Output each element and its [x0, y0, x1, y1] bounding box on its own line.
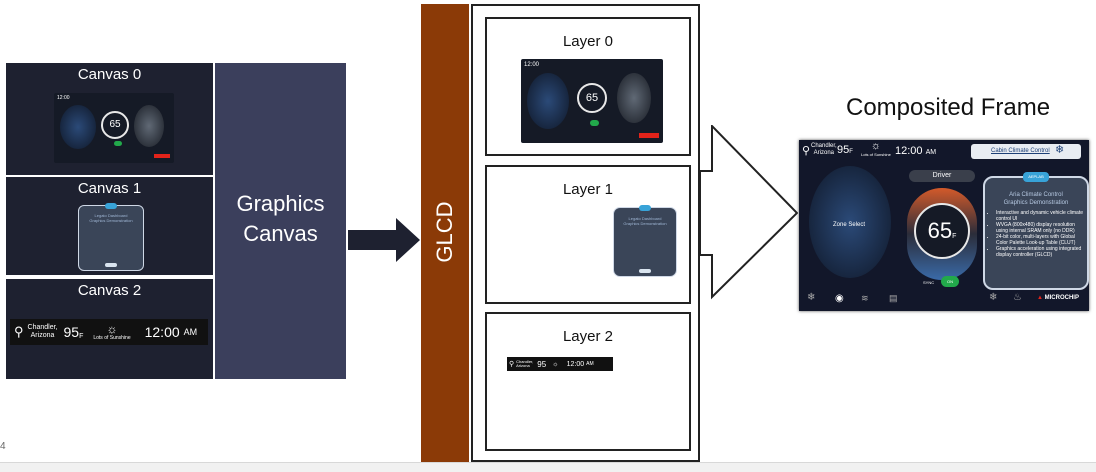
sync-label: SYNC	[923, 280, 935, 285]
layer-2-title: Layer 2	[562, 328, 614, 345]
layer-2-weather-bar: ⚲ Chandler,Arizona 95 ☼ 12:00 AM	[507, 357, 613, 371]
fan-icon: ❄	[989, 292, 998, 303]
seat-heat-icon: ♨	[1013, 292, 1022, 303]
popup-ok-button	[639, 269, 651, 273]
bottom-bar	[0, 462, 1096, 472]
sun-icon: ☼	[552, 360, 559, 368]
on-toggle: ON	[941, 276, 959, 287]
layer-1-title: Layer 1	[562, 181, 614, 198]
popup-title: Aria Climate Control Graphics Demonstrat…	[1003, 192, 1069, 206]
arrow-to-glcd	[348, 218, 420, 262]
canvas-2-title: Canvas 2	[77, 282, 142, 299]
temperature-text: 95F	[837, 144, 853, 156]
city-text: Chandler,Arizona	[516, 359, 534, 368]
layer-0-hvac-screen: 12:00 65	[521, 59, 663, 143]
front-defrost-icon: ≋	[861, 293, 869, 303]
time-text: 12:00	[57, 95, 70, 101]
location-pin-icon: ⚲	[802, 145, 811, 157]
car-recirc-icon: ◉	[835, 293, 844, 304]
temperature-dial: 65F	[914, 203, 970, 259]
car-graphic	[527, 73, 569, 129]
on-toggle	[590, 120, 599, 126]
composited-frame: ⚲ Chandler,Arizona 95F ☼ Lots of Sunshin…	[799, 140, 1089, 311]
canvas-0-title: Canvas 0	[77, 66, 142, 83]
fan-icon: ❄	[1055, 144, 1065, 156]
popup-bullet-list: Interactive and dynamic vehicle climate …	[989, 210, 1085, 258]
ampm-text: AM	[183, 327, 198, 337]
popup-bullet: Interactive and dynamic vehicle climate …	[996, 210, 1085, 222]
location-pin-icon: ⚲	[14, 324, 24, 339]
layer-0-title: Layer 0	[562, 33, 614, 50]
cabin-link-text: Cabin Climate Control	[991, 148, 1050, 154]
popup-ok-button	[105, 263, 117, 267]
popup-title: Legato Dashboard Graphics Demonstration	[89, 213, 133, 223]
temperature-text: 95	[537, 359, 547, 369]
clock-text: 12:00	[144, 324, 180, 340]
location-pin-icon: ⚲	[509, 361, 515, 368]
city-text: Chandler,Arizona	[27, 324, 58, 339]
sun-icon: ☼ Lots of Sunshine	[861, 140, 891, 158]
city-text: Chandler,Arizona	[811, 143, 837, 156]
glcd-block: GLCD	[421, 4, 469, 462]
microchip-logo: ▲ MICROCHIP	[1037, 295, 1079, 301]
popup-bullet: 24-bit color, multi-layers with Global C…	[996, 234, 1085, 246]
canvas-1-panel: Canvas 1 Legato Dashboard Graphics Demon…	[6, 177, 213, 275]
popup-bullet: Graphics acceleration using integrated d…	[996, 246, 1085, 258]
defrost-icon: ❄	[807, 292, 816, 303]
page-number: 4	[0, 441, 6, 452]
layer-1-popup: Legato Dashboard Graphics Demonstration	[613, 205, 677, 277]
canvas-1-title: Canvas 1	[77, 180, 142, 197]
temperature-dial: 65	[577, 83, 607, 113]
car-graphic	[60, 105, 96, 149]
composited-frame-title: Composited Frame	[846, 94, 1051, 121]
graphics-canvas-label: Graphics Canvas	[236, 191, 325, 246]
driver-label: Driver	[909, 170, 975, 182]
composited-popup: AEPLAB Aria Climate Control Graphics Dem…	[983, 172, 1089, 290]
car-graphic	[809, 166, 891, 278]
clock-text: 12:00 AM	[895, 145, 937, 157]
canvas-0-hvac-screen: 12:00 65	[54, 93, 174, 163]
clock-text: 12:00	[566, 360, 585, 368]
layer-0-box: Layer 0 12:00 65	[485, 17, 691, 156]
microchip-logo	[154, 154, 170, 158]
glcd-label: GLCD	[432, 201, 457, 263]
popup-bullet: WVGA (800x480) display resolution using …	[996, 222, 1085, 234]
rear-defrost-icon: ▤	[889, 293, 898, 303]
seat-graphic	[617, 73, 651, 123]
popup-title: Legato Dashboard Graphics Demonstration	[623, 216, 667, 226]
seat-graphic	[134, 105, 164, 147]
time-text: 12:00	[524, 62, 540, 68]
arrow-to-composited	[700, 125, 798, 300]
zone-select-label: Zone Select	[833, 222, 866, 228]
microchip-logo	[639, 133, 659, 138]
canvas-2-panel: Canvas 2 ⚲ Chandler,Arizona 95 F ☼ Lots …	[6, 279, 213, 379]
canvas-0-panel: Canvas 0 12:00 65	[6, 63, 213, 175]
on-toggle	[114, 141, 122, 146]
graphics-canvas-panel: Graphics Canvas	[215, 63, 346, 379]
cabin-climate-control-link	[971, 144, 1081, 159]
popup-badge	[639, 205, 651, 211]
temperature-unit: F	[79, 332, 84, 340]
layer-1-box: Layer 1 Legato Dashboard Graphics Demons…	[485, 165, 691, 304]
temperature-dial: 65	[101, 111, 129, 139]
canvas-1-popup: Legato Dashboard Graphics Demonstration	[78, 203, 144, 271]
layer-2-box: Layer 2 ⚲ Chandler,Arizona 95 ☼ 12:00 AM	[485, 312, 691, 451]
canvas-2-weather-bar: ⚲ Chandler,Arizona 95 F ☼ Lots of Sunshi…	[10, 319, 208, 345]
popup-badge	[105, 203, 117, 209]
temperature-text: 95	[63, 324, 80, 340]
ampm-text: AM	[586, 361, 594, 367]
sun-icon: ☼ Lots of Sunshine	[93, 322, 131, 341]
popup-badge: AEPLAB	[1023, 172, 1049, 182]
